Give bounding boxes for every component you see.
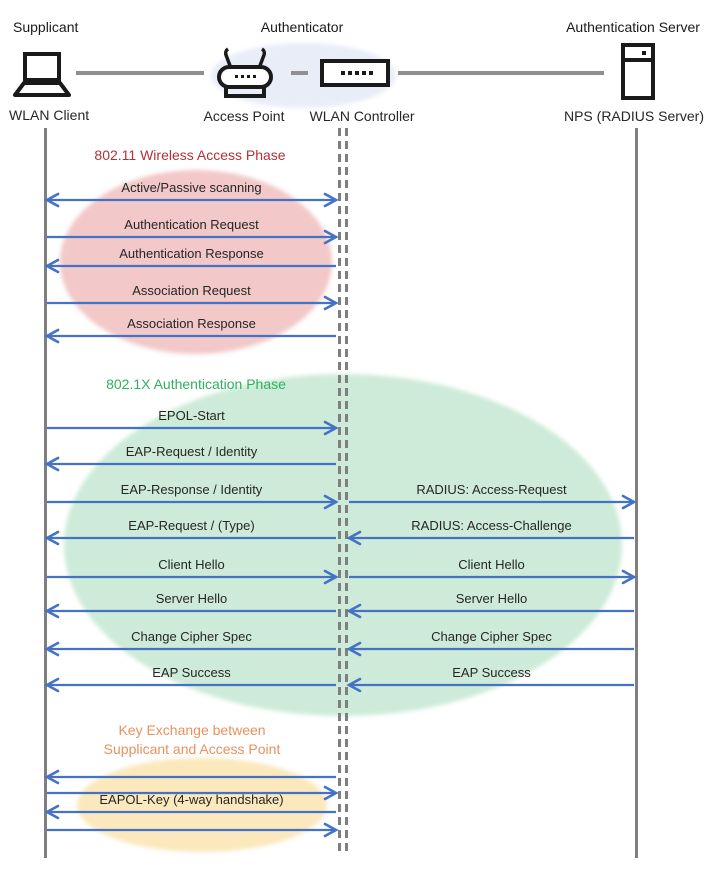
device-nps-radius-server: NPS (RADIUS Server) xyxy=(563,108,705,124)
connector-ap-controller xyxy=(291,71,308,75)
wlan-controller-icon xyxy=(320,59,390,87)
arrowhead-icon xyxy=(44,603,60,619)
phase2-title: 802.1X Authentication Phase xyxy=(106,376,286,392)
arrowhead-icon xyxy=(323,229,339,245)
arrowhead-icon xyxy=(44,192,60,208)
message-label: Association Request xyxy=(132,283,251,298)
arrowhead-icon xyxy=(44,258,60,274)
message-label: Change Cipher Spec xyxy=(431,629,552,644)
arrowhead-icon xyxy=(621,569,637,585)
arrowhead-icon xyxy=(44,804,60,820)
arrowhead-icon xyxy=(346,603,362,619)
message-label: Server Hello xyxy=(155,591,228,606)
message-label: Change Cipher Spec xyxy=(131,629,252,644)
arrowhead-icon xyxy=(323,569,339,585)
arrowhead-icon xyxy=(323,785,339,801)
message-label: EAP-Request / Identity xyxy=(125,444,258,459)
phase3-title-line2: Supplicant and Access Point xyxy=(103,741,281,757)
message-label: EAP-Response / Identity xyxy=(120,482,263,497)
message-label: Server Hello xyxy=(455,591,528,606)
lifeline-nps-server xyxy=(635,128,638,858)
role-authentication-server: Authentication Server xyxy=(566,19,700,35)
message-label: Authentication Request xyxy=(124,217,259,232)
connector-client-ap xyxy=(76,71,204,75)
message-label: Association Response xyxy=(127,316,256,331)
message-label: RADIUS: Access-Request xyxy=(416,482,567,497)
arrowhead-icon xyxy=(44,641,60,657)
arrowhead-icon xyxy=(346,641,362,657)
arrowhead-icon xyxy=(323,192,339,208)
message-label: EAP Success xyxy=(152,665,231,680)
message-label: Authentication Response xyxy=(119,246,264,261)
phase3-ellipse xyxy=(77,758,327,852)
device-wlan-controller: WLAN Controller xyxy=(309,108,415,124)
role-authenticator: Authenticator xyxy=(260,19,344,35)
message-label: EAPOL-Key (4-way handshake) xyxy=(99,792,284,807)
role-supplicant: Supplicant xyxy=(13,19,79,35)
server-icon xyxy=(621,43,655,100)
phase3-title-line1: Key Exchange between xyxy=(118,722,266,738)
message-label: RADIUS: Access-Challenge xyxy=(411,518,572,533)
phase2-ellipse xyxy=(64,374,622,716)
arrowhead-icon xyxy=(44,328,60,344)
device-access-point: Access Point xyxy=(203,108,285,124)
laptop-icon xyxy=(13,52,71,97)
message-label: EAP Success xyxy=(452,665,531,680)
arrowhead-icon xyxy=(323,494,339,510)
arrowhead-icon xyxy=(44,677,60,693)
lifeline-wlan-controller-dash-2 xyxy=(345,128,348,852)
message-label: EPOL-Start xyxy=(158,408,225,423)
phase1-title: 802.11 Wireless Access Phase xyxy=(94,147,286,163)
arrowhead-icon xyxy=(44,456,60,472)
device-wlan-client: WLAN Client xyxy=(9,107,90,123)
arrowhead-icon xyxy=(346,677,362,693)
lifeline-wlan-controller-dash-1 xyxy=(338,128,341,852)
arrowhead-icon xyxy=(44,530,60,546)
arrowhead-icon xyxy=(346,530,362,546)
connector-controller-server xyxy=(398,71,604,75)
access-point-icon xyxy=(217,47,273,98)
arrowhead-icon xyxy=(621,494,637,510)
arrowhead-icon xyxy=(44,769,60,785)
message-label: Client Hello xyxy=(158,557,225,572)
message-label: Client Hello xyxy=(458,557,525,572)
arrowhead-icon xyxy=(323,822,339,838)
message-label: EAP-Request / (Type) xyxy=(128,518,255,533)
arrowhead-icon xyxy=(323,295,339,311)
lifeline-wlan-client xyxy=(44,128,47,858)
arrowhead-icon xyxy=(323,420,339,436)
message-label: Active/Passive scanning xyxy=(121,180,262,195)
